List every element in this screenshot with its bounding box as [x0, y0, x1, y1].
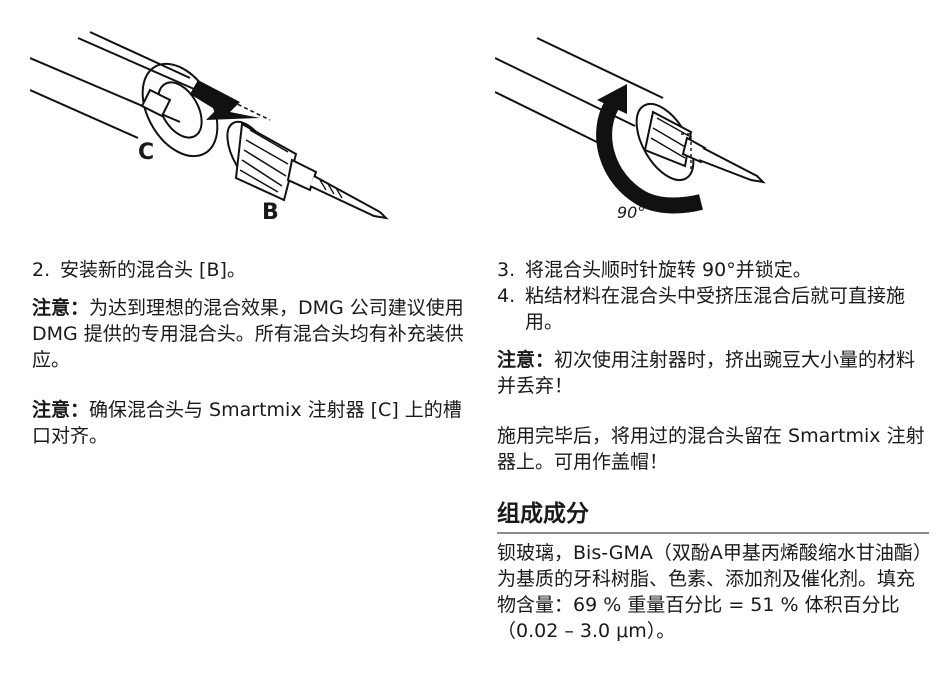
step-2: 2. 安装新的混合头 [B]。 [32, 257, 464, 283]
syringe-barrel-line [495, 91, 606, 147]
note-paragraph: 注意：初次使用注射器时，挤出豌豆大小量的材料并丢弃！ [497, 347, 929, 399]
note-paragraph: 注意：确保混合头与 Smartmix 注射器 [C] 上的槽口对齐。 [32, 397, 464, 449]
step-text: 将混合头顺时针旋转 90°并锁定。 [525, 259, 812, 281]
syringe-barrel-line [30, 89, 139, 139]
heading-rule [497, 532, 929, 534]
step-4: 4. 粘结材料在混合头中受挤压混合后就可直接施用。 [497, 283, 929, 335]
note-label: 注意： [32, 297, 90, 319]
syringe-barrel-line [536, 37, 664, 99]
step-text: 粘结材料在混合头中受挤压混合后就可直接施用。 [525, 285, 906, 333]
mixing-tip-rotate-figure [495, 30, 775, 220]
right-text-column: 3. 将混合头顺时针旋转 90°并锁定。 4. 粘结材料在混合头中受挤压混合后就… [497, 257, 929, 644]
mixing-tip [226, 120, 389, 220]
after-use-paragraph: 施用完毕后，将用过的混合头留在 Smartmix 注射器上。可用作盖帽！ [497, 425, 925, 473]
step-number: 3. [497, 259, 516, 281]
note-text: 为达到理想的混合效果，DMG 公司建议使用 DMG 提供的专用混合头。所有混合头… [32, 297, 464, 371]
rotate-arrow-icon [596, 95, 703, 214]
figure-label-b: B [262, 200, 279, 225]
mixing-tip-attach-figure [30, 30, 410, 230]
syringe-barrel-line [77, 37, 211, 97]
mixing-tip [635, 103, 766, 184]
figure-label-c: C [138, 140, 155, 165]
step-text: 安装新的混合头 [B]。 [60, 259, 246, 281]
syringe-outlet [157, 81, 203, 139]
rotation-angle-label: 90° [617, 203, 646, 222]
left-text-column: 2. 安装新的混合头 [B]。 注意：为达到理想的混合效果，DMG 公司建议使用… [32, 257, 464, 449]
push-arrow-icon [190, 80, 260, 120]
note-label: 注意： [497, 349, 555, 371]
note-paragraph: 注意：为达到理想的混合效果，DMG 公司建议使用 DMG 提供的专用混合头。所有… [32, 295, 464, 373]
composition-text: 钡玻璃，Bis-GMA（双酚A甲基丙烯酸缩水甘油酯）为基质的牙科树脂、色素、添加… [497, 542, 923, 642]
note-text: 初次使用注射器时，挤出豌豆大小量的材料并丢弃！ [497, 349, 916, 397]
step-3: 3. 将混合头顺时针旋转 90°并锁定。 [497, 257, 929, 283]
note-text: 确保混合头与 Smartmix 注射器 [C] 上的槽口对齐。 [32, 399, 462, 447]
step-number: 4. [497, 285, 516, 307]
step-number: 2. [32, 259, 51, 281]
note-label: 注意： [32, 399, 90, 421]
composition-heading: 组成成分 [497, 501, 589, 527]
syringe-barrel-line [89, 31, 191, 79]
